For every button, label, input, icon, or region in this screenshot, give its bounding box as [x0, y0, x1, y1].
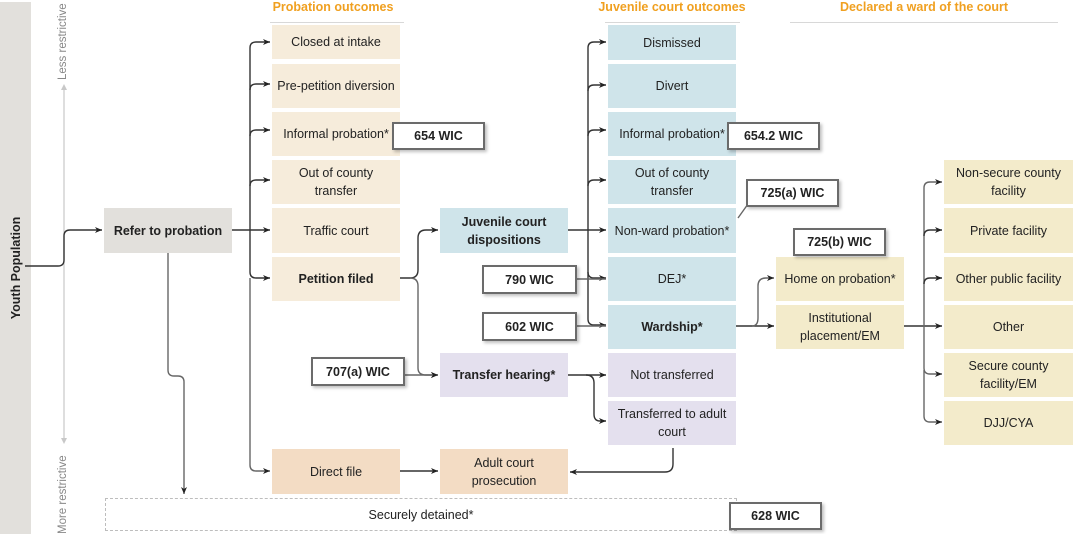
probation-outcome-out-of-county: Out of county transfer: [272, 160, 400, 204]
juvenile-court-dispositions-box: Juvenile court dispositions: [440, 208, 568, 253]
wic-628-label: 628 WIC: [729, 502, 822, 530]
transfer-hearing-box: Transfer hearing*: [440, 353, 568, 397]
juvenile-outcome-non-ward-probation: Non-ward probation*: [608, 208, 736, 253]
juvenile-outcome-wardship: Wardship*: [608, 305, 736, 349]
wic-654-label: 654 WIC: [392, 122, 485, 150]
ward-outcome-institutional-placement: Institutional placement/EM: [776, 305, 904, 349]
placement-other-public: Other public facility: [944, 257, 1073, 301]
juvenile-outcome-informal-probation: Informal probation*: [608, 112, 736, 156]
wic-707a-label: 707(a) WIC: [311, 357, 405, 386]
wic-790-label: 790 WIC: [482, 265, 577, 294]
placement-other: Other: [944, 305, 1073, 349]
header-divider: [790, 22, 1058, 23]
placement-private-facility: Private facility: [944, 208, 1073, 253]
ward-outcome-home-on-probation: Home on probation*: [776, 257, 904, 301]
header-divider: [270, 22, 404, 23]
transfer-outcome-transferred: Transferred to adult court: [608, 401, 736, 445]
header-probation-outcomes: Probation outcomes: [272, 0, 394, 14]
probation-outcome-petition-filed: Petition filed: [272, 257, 400, 301]
probation-outcome-closed-at-intake: Closed at intake: [272, 25, 400, 59]
juvenile-outcome-dej: DEJ*: [608, 257, 736, 301]
juvenile-outcome-divert: Divert: [608, 64, 736, 108]
transfer-outcome-not-transferred: Not transferred: [608, 353, 736, 397]
juvenile-outcome-dismissed: Dismissed: [608, 25, 736, 60]
wic-602-label: 602 WIC: [482, 312, 577, 341]
wic-654-2-label: 654.2 WIC: [727, 122, 820, 150]
probation-outcome-informal-probation: Informal probation*: [272, 112, 400, 156]
securely-detained-box: Securely detained*: [105, 498, 737, 531]
wic-725b-label: 725(b) WIC: [793, 228, 886, 256]
wic-725a-label: 725(a) WIC: [746, 179, 839, 207]
refer-to-probation-box: Refer to probation: [104, 208, 232, 253]
header-juvenile-court-outcomes: Juvenile court outcomes: [598, 0, 746, 14]
adult-court-prosecution-box: Adult court prosecution: [440, 449, 568, 494]
placement-non-secure-county: Non-secure county facility: [944, 160, 1073, 204]
juvenile-outcome-out-of-county: Out of county transfer: [608, 160, 736, 204]
placement-secure-county: Secure county facility/EM: [944, 353, 1073, 397]
header-declared-ward: Declared a ward of the court: [839, 0, 1009, 14]
placement-djj-cya: DJJ/CYA: [944, 401, 1073, 445]
probation-outcome-traffic-court: Traffic court: [272, 208, 400, 253]
direct-file-box: Direct file: [272, 449, 400, 494]
header-divider: [605, 22, 740, 23]
youth-population-bar: Youth Population: [0, 2, 31, 534]
probation-outcome-pre-petition-diversion: Pre-petition diversion: [272, 64, 400, 108]
